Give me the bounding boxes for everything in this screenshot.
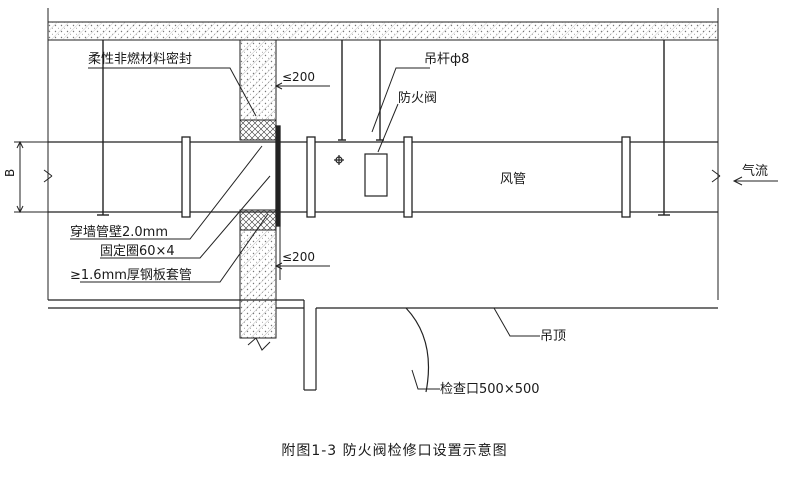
sealing-label: 柔性非燃材料密封 [88, 51, 192, 67]
concrete-slab [47, 8, 719, 300]
hanger-label: 吊杆ф8 [424, 52, 469, 67]
leader-lines [70, 67, 540, 390]
damper-label: 防火阀 [398, 90, 437, 106]
access-label: 检查口500×500 [440, 382, 540, 397]
gap-dimension-top [274, 70, 330, 126]
ceiling-label: 吊顶 [540, 329, 566, 344]
gap-dimension-bottom [274, 226, 330, 280]
sealing-fill-top [239, 119, 277, 141]
gap-bottom-label: ≤200 [282, 250, 315, 264]
airflow-arrow [732, 176, 778, 186]
hanger-rods [97, 40, 670, 216]
dimension-b [14, 140, 48, 214]
gap-top-label: ≤200 [282, 70, 315, 84]
ceiling [48, 299, 718, 393]
duct [43, 125, 721, 227]
sealing-fill-bottom [239, 209, 277, 231]
fix-ring-label: 固定圈60×4 [100, 244, 175, 259]
figure-caption: 附图1-3 防火阀检修口设置示意图 [281, 443, 508, 459]
dim-b-label: B [3, 169, 17, 177]
fire-wall [239, 39, 277, 351]
airflow-label: 气流 [742, 163, 768, 179]
duct-label: 风管 [500, 172, 526, 187]
steel-sleeve-label: ≥1.6mm厚钢板套管 [70, 267, 192, 283]
sleeve-wall-label: 穿墙管壁2.0mm [70, 224, 168, 240]
fire-damper [334, 153, 388, 197]
